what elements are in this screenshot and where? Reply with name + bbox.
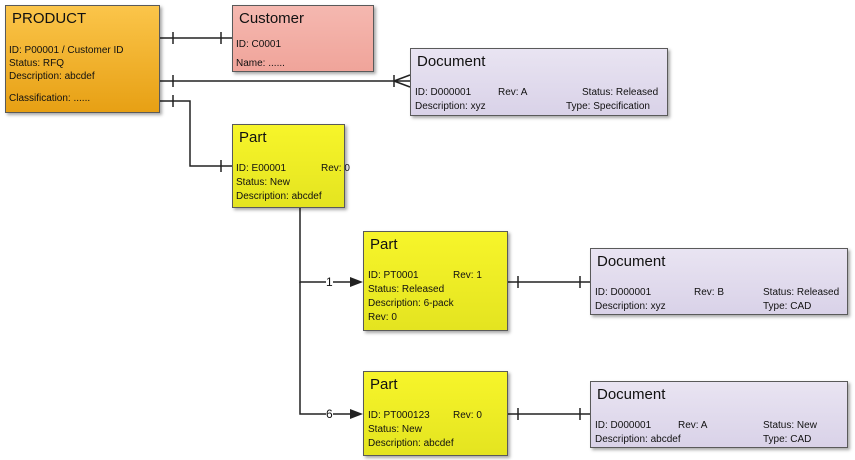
multiplicity-part1: 1 (326, 275, 333, 289)
document-description: Description: xyz (415, 101, 486, 112)
part-entity-2[interactable]: Part ID: PT000123 Rev: 0 Status: New Des… (363, 371, 508, 456)
product-id: ID: P00001 / Customer ID (9, 45, 124, 56)
document-id: ID: D000001 (415, 87, 472, 98)
product-title: PRODUCT (12, 10, 87, 27)
product-description: Description: abcdef (9, 71, 95, 82)
document-status: Status: Released (763, 287, 840, 298)
part-status: Status: New (368, 424, 422, 435)
document-type: Type: Specification (566, 101, 650, 112)
part-description: Description: abcdef (368, 438, 454, 449)
document-entity-1[interactable]: Document ID: D000001 Rev: A Status: Rele… (410, 48, 668, 116)
part-rev: Rev: 0 (321, 163, 350, 174)
customer-title: Customer (239, 10, 305, 27)
document-title: Document (597, 386, 666, 403)
part-rev: Rev: 1 (453, 270, 482, 281)
document-rev: Rev: A (498, 87, 528, 98)
connector-part-part1 (299, 208, 350, 283)
document-id: ID: D000001 (595, 287, 652, 298)
part-id: ID: PT0001 (368, 270, 419, 281)
customer-id: ID: C0001 (236, 39, 282, 50)
part-entity-main[interactable]: Part ID: E00001 Rev: 0 Status: New Descr… (232, 124, 350, 208)
product-classification: Classification: ...... (9, 93, 91, 104)
product-status: Status: RFQ (9, 58, 65, 69)
part-rev-secondary: Rev: 0 (368, 312, 397, 323)
document-rev: Rev: B (694, 287, 725, 298)
part-description: Description: 6-pack (368, 298, 454, 309)
document-description: Description: abcdef (595, 434, 681, 445)
document-title: Document (417, 53, 486, 70)
part-title: Part (370, 236, 398, 253)
part-entity-1[interactable]: Part ID: PT0001 Rev: 1 Status: Released … (363, 231, 508, 331)
document-description: Description: xyz (595, 301, 666, 312)
part-rev: Rev: 0 (453, 410, 482, 421)
connector-part-part2 (299, 282, 350, 415)
part-description: Description: abcdef (236, 191, 322, 202)
arrowhead-part2 (350, 409, 363, 419)
document-rev: Rev: A (678, 420, 708, 431)
customer-name: Name: ...... (236, 58, 285, 69)
document-status: Status: New (763, 420, 817, 431)
part-title: Part (239, 129, 267, 146)
document-status: Status: Released (582, 87, 659, 98)
document-type: Type: CAD (763, 434, 812, 445)
product-entity[interactable]: PRODUCT ID: P00001 / Customer ID Status:… (5, 5, 160, 113)
part-id: ID: E00001 (236, 163, 287, 174)
part-title: Part (370, 376, 398, 393)
connector-product-part (160, 100, 232, 167)
document-type: Type: CAD (763, 301, 812, 312)
document-title: Document (597, 253, 666, 270)
part-status: Status: New (236, 177, 290, 188)
document-id: ID: D000001 (595, 420, 652, 431)
document-entity-2[interactable]: Document ID: D000001 Rev: B Status: Rele… (590, 248, 848, 315)
document-entity-3[interactable]: Document ID: D000001 Rev: A Status: New … (590, 381, 848, 448)
customer-entity[interactable]: Customer ID: C0001 Name: ...... (232, 5, 374, 72)
multiplicity-part2: 6 (326, 407, 333, 421)
part-id: ID: PT000123 (368, 410, 430, 421)
part-status: Status: Released (368, 284, 445, 295)
arrowhead-part1 (350, 277, 363, 287)
